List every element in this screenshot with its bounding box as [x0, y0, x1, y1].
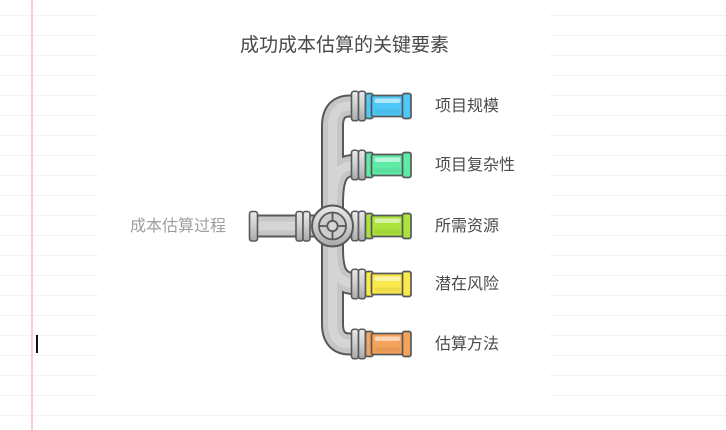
pipe-segment-5: [364, 330, 412, 358]
pipe-segment-3: [364, 212, 412, 240]
main-pipe-flanges: [248, 210, 311, 242]
branch-label-5: 估算方法: [435, 336, 500, 353]
branch-label-2: 项目复杂性: [435, 157, 516, 174]
branch-flanges: [350, 90, 367, 360]
text-caret: [36, 335, 38, 353]
pipe-segment-2: [364, 151, 412, 179]
branch-label-3: 所需资源: [435, 218, 500, 235]
pipe-segment-1: [364, 92, 412, 120]
pipe-valve-wheel-icon: [311, 204, 354, 248]
margin-line: [31, 0, 33, 430]
diagram-title: 成功成本估算的关键要素: [240, 35, 450, 56]
root-node-label: 成本估算过程: [130, 218, 227, 235]
pipe-segment-4: [364, 270, 412, 298]
branch-label-1: 项目规模: [435, 98, 500, 115]
pipe-diagram: [248, 90, 412, 360]
branch-label-4: 潜在风险: [435, 276, 500, 293]
